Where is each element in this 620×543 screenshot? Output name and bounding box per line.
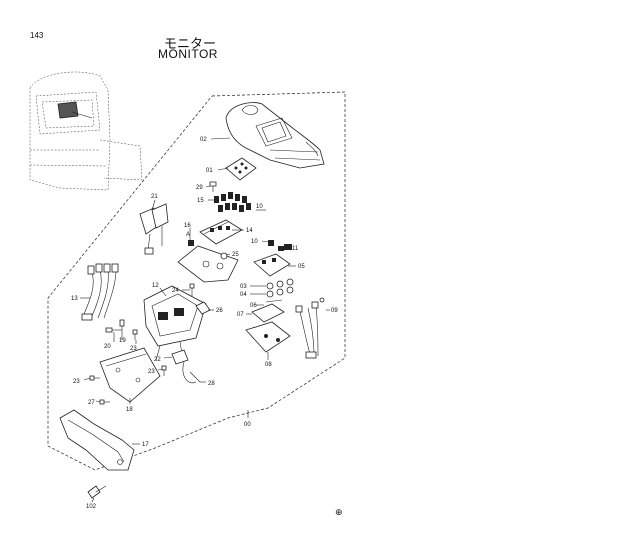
callout-25: 25 — [232, 252, 239, 258]
title-english: MONITOR — [158, 47, 218, 61]
callout-00: 00 — [244, 422, 251, 428]
callout-07: 07 — [237, 312, 244, 318]
callout-23-lower: 23 — [73, 379, 80, 385]
callout-11: 11 — [292, 246, 299, 252]
wiring-09 — [295, 297, 325, 359]
switch-knob-cluster — [214, 192, 251, 212]
harness-13 — [81, 263, 119, 321]
callout-05: 05 — [298, 264, 305, 270]
screw-23-upper — [132, 329, 138, 340]
page-number: 143 — [30, 31, 44, 40]
screw-27 — [99, 399, 110, 405]
callout-12: 12 — [152, 283, 159, 289]
controller-unit — [143, 285, 207, 361]
leader-lines — [80, 137, 330, 503]
callout-23-upper: 23 — [130, 346, 137, 352]
callout-17: 17 — [142, 442, 149, 448]
callout-19: 19 — [119, 338, 126, 344]
callout-26: 26 — [216, 308, 223, 314]
mounting-plate — [177, 245, 239, 283]
callout-01: 01 — [206, 168, 213, 174]
bracket-frame-17 — [59, 409, 135, 471]
callout-labels: 02 01 29 15 21 10 16 A 14 10 11 25 05 03… — [71, 137, 338, 510]
callout-14: 14 — [246, 228, 253, 234]
callout-28: 28 — [208, 381, 215, 387]
callout-29: 29 — [196, 185, 203, 191]
monitor-keypad — [225, 157, 257, 181]
sensor-22-28 — [171, 349, 201, 384]
monitor-housing — [225, 102, 325, 169]
callout-15: 15 — [197, 198, 204, 204]
connector-10-11 — [268, 240, 292, 251]
switch-panel — [199, 219, 243, 245]
grommet-25 — [220, 252, 228, 260]
relay-harness — [139, 203, 169, 255]
bracket-18 — [99, 347, 161, 403]
callout-08: 08 — [265, 362, 272, 368]
callout-10-lower: 10 — [251, 239, 258, 245]
screws-19-20 — [105, 319, 125, 333]
bracket-05 — [253, 253, 291, 277]
callout-A: A — [186, 232, 190, 238]
callout-06-upper: 06 — [250, 303, 257, 309]
callout-04: 04 — [240, 292, 247, 298]
callout-16: 16 — [184, 223, 191, 229]
bracket-06-07-08 — [245, 299, 291, 353]
callout-102: 102 — [86, 504, 97, 510]
corner-mark: ⊕ — [335, 507, 343, 517]
callout-10-upper: 10 — [256, 204, 263, 210]
screw-29 — [209, 181, 217, 192]
callout-24: 24 — [172, 288, 179, 294]
screws-23-lower — [89, 365, 167, 381]
bolt-102 — [87, 485, 107, 499]
title-japanese: モニター — [163, 37, 216, 52]
callout-20: 20 — [104, 344, 111, 350]
callout-18: 18 — [126, 407, 133, 413]
callout-13: 13 — [71, 296, 78, 302]
assembly-boundary — [47, 91, 346, 471]
knob-16 — [188, 240, 194, 246]
callout-22: 22 — [154, 357, 161, 363]
callout-27: 27 — [88, 400, 95, 406]
callout-23-mid: 23 — [148, 369, 155, 375]
callout-09: 09 — [331, 308, 338, 314]
callout-03: 03 — [240, 284, 247, 290]
callout-02: 02 — [200, 137, 207, 143]
cab-context-sketch — [29, 71, 143, 191]
screw-24 — [189, 283, 195, 296]
washer-stacks — [266, 278, 294, 298]
callout-21: 21 — [151, 194, 158, 200]
